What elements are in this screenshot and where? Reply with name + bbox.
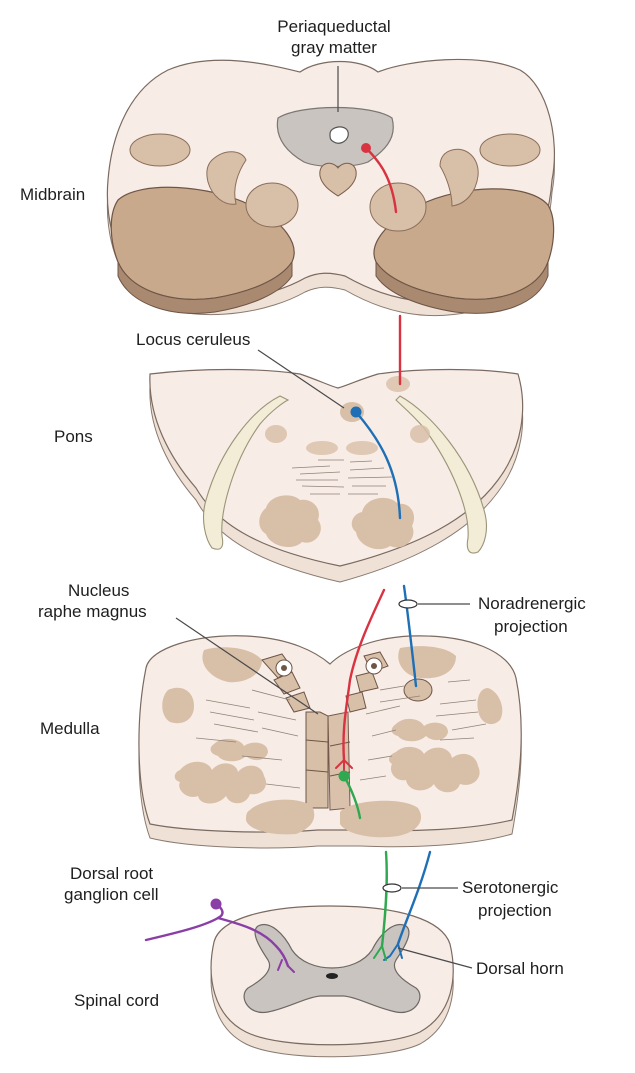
central-canal (326, 973, 338, 979)
left-colliculus (129, 133, 191, 167)
right-lateral-pontine-nucleus (410, 425, 430, 443)
periaqueductal-label-line2: gray matter (291, 38, 377, 57)
blue-pathway-spinal (396, 850, 432, 946)
spinal-gray-matter (243, 924, 421, 1014)
nucleus-raphe-leader (175, 617, 319, 715)
left-pontine-small-nucleus (265, 425, 287, 443)
left-red-nucleus (245, 182, 299, 228)
spinal-cord-label: Spinal cord (74, 991, 159, 1010)
raphe-midline-column (305, 711, 329, 809)
pons-label: Pons (54, 427, 93, 446)
purple-pathway-peripheral (144, 902, 224, 942)
dorsal-root-label-line2: ganglion cell (64, 885, 159, 904)
medulla-section (138, 635, 522, 849)
left-curved-nucleus (206, 151, 247, 205)
nucleus-label-line2: raphe magnus (38, 602, 147, 621)
pons-fiber-lines (291, 459, 393, 495)
right-red-nucleus (369, 182, 427, 232)
left-cerebellar-peduncle (203, 395, 290, 550)
periaqueductal-label-line1: Periaqueductal (277, 17, 390, 36)
left-dorsal-circle-dot (281, 665, 287, 671)
medulla-fiber-lines (195, 679, 487, 789)
right-pontine-small-nucleus (386, 376, 410, 392)
red-pathway-descending (342, 588, 386, 762)
pathways (144, 143, 432, 973)
raphe-midline-column-right (327, 711, 351, 811)
left-inferior-olive (174, 761, 267, 804)
right-colliculus (479, 133, 541, 167)
nucleus-label-line1: Nucleus (68, 581, 129, 600)
leader-lines (175, 66, 473, 969)
blue-pathway-medulla (402, 584, 418, 688)
right-lateral-medullary-oval (477, 688, 503, 725)
right-cerebral-peduncle-edge (375, 260, 549, 314)
medulla-label: Medulla (40, 719, 100, 738)
dorsal-horn-leader (397, 947, 473, 969)
green-pathway-spinal (380, 850, 388, 948)
mid-pontine-nucleus-right (346, 441, 378, 455)
pons-section (149, 368, 524, 583)
serotonergic-label-line1: Serotonergic (462, 878, 559, 897)
mid-pontine-nucleus-left (306, 441, 338, 455)
cerebral-aqueduct (329, 126, 349, 144)
labels: Periaqueductal gray matter Midbrain Locu… (20, 17, 586, 1010)
left-dorsal-medullary-nucleus (202, 647, 262, 683)
blue-pathway-pons (354, 410, 402, 520)
red-pathway-soma (361, 143, 371, 153)
left-cerebral-peduncle-edge (117, 260, 293, 314)
noradrenergic-marker (398, 599, 418, 609)
right-curved-nucleus (439, 148, 479, 207)
serotonergic-label-line2: projection (478, 901, 552, 920)
serotonergic-marker (382, 883, 402, 893)
medullary-target-nucleus (403, 678, 433, 702)
left-pontine-nuclei (259, 495, 321, 548)
left-inferior-olive-upper (210, 738, 268, 762)
right-inferior-olive-upper (391, 718, 448, 742)
noradrenergic-label-line2: projection (494, 617, 568, 636)
right-dorsal-circle-dot (371, 663, 377, 669)
noradrenergic-label-line1: Noradrenergic (478, 594, 586, 613)
dorsal-root-label-line1: Dorsal root (70, 864, 153, 883)
left-pyramid (246, 799, 315, 835)
purple-pathway-central (216, 916, 290, 968)
purple-pathway-terminal (277, 959, 295, 973)
green-pathway-terminal (373, 945, 387, 961)
midline-nucleus (319, 162, 357, 197)
midbrain-section (106, 58, 555, 317)
locus-ceruleus-label: Locus ceruleus (136, 330, 250, 349)
dorsal-horn-label: Dorsal horn (476, 959, 564, 978)
left-lateral-medullary-oval (162, 687, 194, 724)
right-inferior-olive (389, 746, 480, 793)
right-pyramid (340, 800, 422, 838)
midbrain-label: Midbrain (20, 185, 85, 204)
green-pathway-medulla (342, 774, 362, 820)
spinal-cord-section (210, 905, 454, 1058)
red-pathway-terminal (335, 758, 353, 771)
locus-ceruleus-leader (257, 349, 345, 409)
